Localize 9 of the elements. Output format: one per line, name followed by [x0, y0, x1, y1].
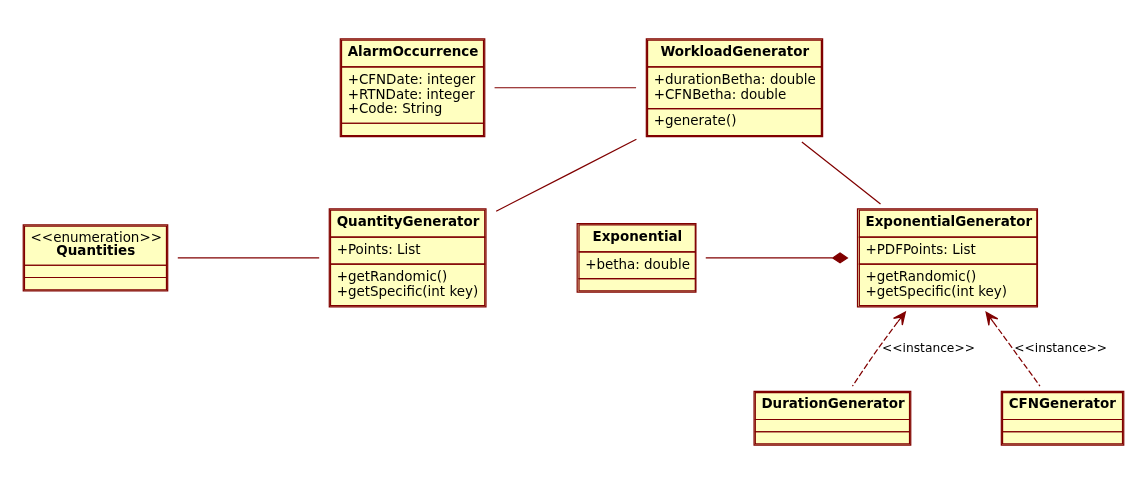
connector — [705, 251, 849, 264]
arrow — [851, 310, 906, 387]
connector — [495, 138, 637, 212]
connector — [801, 140, 882, 205]
edge-label: <<instance>> — [1014, 340, 1108, 355]
edge-label: <<instance>> — [882, 340, 975, 355]
arrow — [985, 311, 1041, 387]
connector — [493, 86, 637, 88]
connector — [177, 256, 320, 259]
